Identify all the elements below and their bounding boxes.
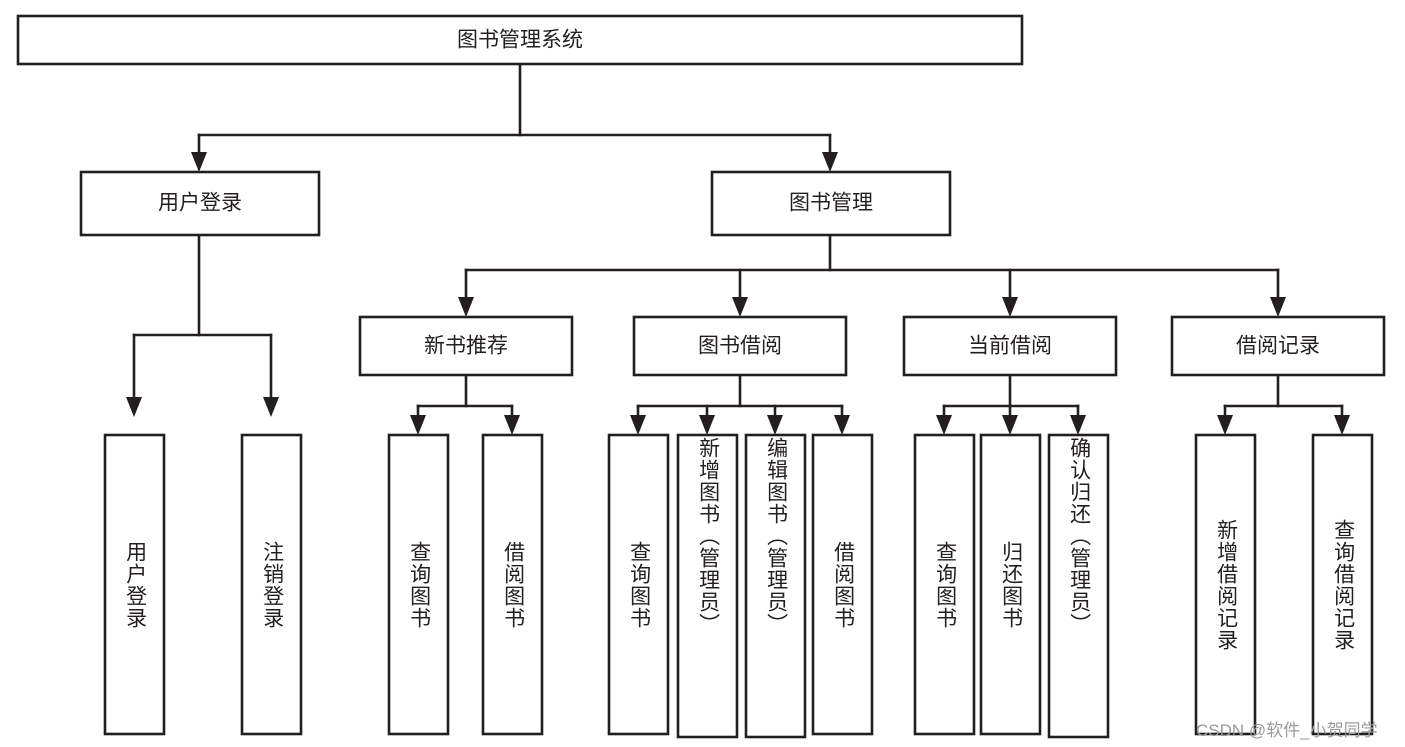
arrowhead-br-leaf1 xyxy=(1217,415,1233,435)
node-current-borrow-label: 当前借阅 xyxy=(968,335,1052,358)
node-user-login[interactable] xyxy=(79,170,321,237)
leaf-box-cb-return-book[interactable] xyxy=(979,433,1042,736)
leaf-box-bb-edit-book-admin[interactable] xyxy=(744,433,807,739)
csdn-watermark: CSDN @软件_小贺同学 xyxy=(1196,721,1378,740)
leaf-box-user-login[interactable] xyxy=(103,433,166,736)
arrowhead-book-mgmt xyxy=(822,152,838,172)
node-new-book-recommend-label: 新书推荐 xyxy=(424,335,508,358)
node-borrow-record[interactable] xyxy=(1170,315,1386,377)
node-user-login-label: 用户登录 xyxy=(158,192,242,215)
node-root-label: 图书管理系统 xyxy=(457,29,583,52)
arrowhead-new-book xyxy=(458,297,474,317)
arrowhead-cb-leaf3 xyxy=(1070,415,1086,435)
leaf-box-bb-query-book[interactable] xyxy=(607,433,670,736)
arrowhead-borrow-record xyxy=(1270,297,1286,317)
arrowhead-bb-leaf1 xyxy=(630,415,646,435)
arrowhead-book-borrow xyxy=(732,297,748,317)
arrowhead-bb-leaf3 xyxy=(767,415,783,435)
arrowhead-bb-leaf4 xyxy=(834,415,850,435)
leaf-box-br-add-record[interactable] xyxy=(1194,433,1257,736)
leaf-box-nb-query-book[interactable] xyxy=(387,433,450,736)
arrowhead-br-leaf2 xyxy=(1334,415,1350,435)
leaf-box-cb-confirm-return-admin[interactable] xyxy=(1047,433,1110,739)
arrowhead-cb-leaf1 xyxy=(936,415,952,435)
node-book-borrow-label: 图书借阅 xyxy=(698,335,782,358)
arrowhead-cb-leaf2 xyxy=(1002,415,1018,435)
arrowhead-bb-leaf2 xyxy=(699,415,715,435)
leaf-box-br-query-record[interactable] xyxy=(1311,433,1374,736)
node-new-book-recommend[interactable] xyxy=(358,315,574,377)
node-book-management[interactable] xyxy=(710,170,952,237)
leaf-box-nb-borrow-book[interactable] xyxy=(481,433,544,736)
arrowhead-leaf-logout xyxy=(263,397,279,417)
arrowhead-user-login xyxy=(191,152,207,172)
arrowhead-leaf-user-login xyxy=(126,397,142,417)
leaf-box-bb-borrow-book[interactable] xyxy=(811,433,874,736)
node-book-borrow[interactable] xyxy=(632,315,848,377)
node-current-borrow[interactable] xyxy=(902,315,1118,377)
leaf-box-logout[interactable] xyxy=(240,433,303,736)
arrowhead-nb-leaf2 xyxy=(504,415,520,435)
leaf-box-bb-add-book-admin[interactable] xyxy=(676,433,739,739)
node-book-management-label: 图书管理 xyxy=(789,192,873,215)
node-borrow-record-label: 借阅记录 xyxy=(1236,335,1320,358)
leaf-box-cb-query-book[interactable] xyxy=(913,433,976,736)
node-root[interactable] xyxy=(16,14,1024,66)
arrowhead-nb-leaf1 xyxy=(410,415,426,435)
arrowhead-current-borrow xyxy=(1002,297,1018,317)
